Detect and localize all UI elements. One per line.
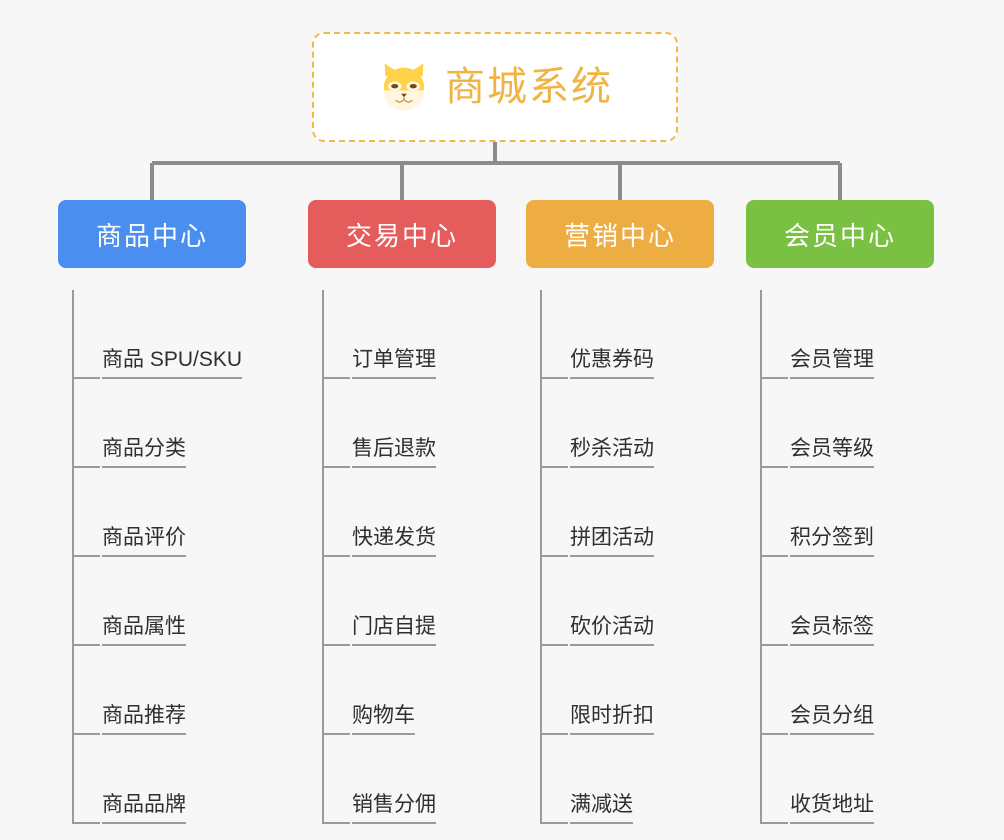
leaf-label: 砍价活动 xyxy=(570,614,654,646)
leaf-label: 会员标签 xyxy=(790,614,874,646)
root-node[interactable]: 商城系统 xyxy=(312,32,678,142)
leaf-item[interactable]: 会员标签 xyxy=(760,557,934,646)
leaf-item[interactable]: 砍价活动 xyxy=(540,557,714,646)
leaf-label: 商品属性 xyxy=(102,614,186,646)
leaf-label: 商品推荐 xyxy=(102,703,186,735)
category-header-label: 商品中心 xyxy=(95,220,208,251)
leaf-label: 秒杀活动 xyxy=(570,436,654,468)
leaf-label: 订单管理 xyxy=(352,347,436,379)
category-header-1[interactable]: 交易中心 xyxy=(308,200,496,268)
leaf-item[interactable]: 满减送 xyxy=(540,735,714,824)
leaf-list-3: 会员管理 会员等级 积分签到 会员标签 会员分组 收货地址 xyxy=(760,290,934,824)
leaf-item[interactable]: 会员等级 xyxy=(760,379,934,468)
leaf-label: 会员等级 xyxy=(790,436,874,468)
leaf-label: 商品评价 xyxy=(102,525,186,557)
leaf-item[interactable]: 优惠券码 xyxy=(540,290,714,379)
category-header-3[interactable]: 会员中心 xyxy=(746,200,934,268)
category-header-label: 营销中心 xyxy=(563,220,676,251)
leaf-item[interactable]: 商品 SPU/SKU xyxy=(72,290,246,379)
leaf-item[interactable]: 售后退款 xyxy=(322,379,496,468)
category-column-3: 会员中心 会员管理 会员等级 积分签到 会员标签 会员分组 xyxy=(746,200,934,840)
leaf-list-0: 商品 SPU/SKU 商品分类 商品评价 商品属性 商品推荐 商品品牌 xyxy=(72,290,246,824)
leaf-label: 商品品牌 xyxy=(102,792,186,824)
category-header-label: 会员中心 xyxy=(783,220,896,251)
leaf-list-2: 优惠券码 秒杀活动 拼团活动 砍价活动 限时折扣 满减送 xyxy=(540,290,714,824)
leaf-label: 积分签到 xyxy=(790,525,874,557)
leaf-label: 收货地址 xyxy=(790,792,874,824)
category-column-1: 交易中心 订单管理 售后退款 快递发货 门店自提 购物车 xyxy=(308,200,496,840)
leaf-item[interactable]: 会员分组 xyxy=(760,646,934,735)
leaf-label: 快递发货 xyxy=(352,525,436,557)
leaf-item[interactable]: 限时折扣 xyxy=(540,646,714,735)
category-header-label: 交易中心 xyxy=(345,220,458,251)
shiba-dog-face-icon xyxy=(383,63,425,111)
leaf-item[interactable]: 拼团活动 xyxy=(540,468,714,557)
category-column-2: 营销中心 优惠券码 秒杀活动 拼团活动 砍价活动 限时折扣 xyxy=(526,200,714,840)
category-header-0[interactable]: 商品中心 xyxy=(58,200,246,268)
leaf-label: 商品 SPU/SKU xyxy=(102,347,243,379)
leaf-item[interactable]: 收货地址 xyxy=(760,735,934,824)
category-column-0: 商品中心 商品 SPU/SKU 商品分类 商品评价 商品属性 商品推荐 xyxy=(58,200,246,840)
category-columns: 商品中心 商品 SPU/SKU 商品分类 商品评价 商品属性 商品推荐 xyxy=(0,200,1004,840)
leaf-label: 门店自提 xyxy=(352,614,436,646)
leaf-label: 会员分组 xyxy=(790,703,874,735)
leaf-item[interactable]: 快递发货 xyxy=(322,468,496,557)
leaf-item[interactable]: 门店自提 xyxy=(322,557,496,646)
leaf-item[interactable]: 商品评价 xyxy=(72,468,246,557)
category-header-2[interactable]: 营销中心 xyxy=(526,200,714,268)
leaf-label: 售后退款 xyxy=(352,436,436,468)
leaf-item[interactable]: 购物车 xyxy=(322,646,496,735)
leaf-label: 限时折扣 xyxy=(570,703,654,735)
leaf-item[interactable]: 商品品牌 xyxy=(72,735,246,824)
leaf-label: 拼团活动 xyxy=(570,525,654,557)
leaf-label: 购物车 xyxy=(352,703,415,735)
leaf-item[interactable]: 会员管理 xyxy=(760,290,934,379)
leaf-label: 会员管理 xyxy=(790,347,874,379)
leaf-item[interactable]: 秒杀活动 xyxy=(540,379,714,468)
leaf-label: 满减送 xyxy=(570,792,633,824)
leaf-label: 销售分佣 xyxy=(352,792,436,824)
leaf-label: 优惠券码 xyxy=(570,347,654,379)
leaf-item[interactable]: 商品分类 xyxy=(72,379,246,468)
leaf-list-1: 订单管理 售后退款 快递发货 门店自提 购物车 销售分佣 xyxy=(322,290,496,824)
leaf-item[interactable]: 商品推荐 xyxy=(72,646,246,735)
leaf-item[interactable]: 销售分佣 xyxy=(322,735,496,824)
leaf-item[interactable]: 订单管理 xyxy=(322,290,496,379)
leaf-item[interactable]: 商品属性 xyxy=(72,557,246,646)
leaf-label: 商品分类 xyxy=(102,436,186,468)
leaf-item[interactable]: 积分签到 xyxy=(760,468,934,557)
root-title: 商城系统 xyxy=(445,65,613,109)
